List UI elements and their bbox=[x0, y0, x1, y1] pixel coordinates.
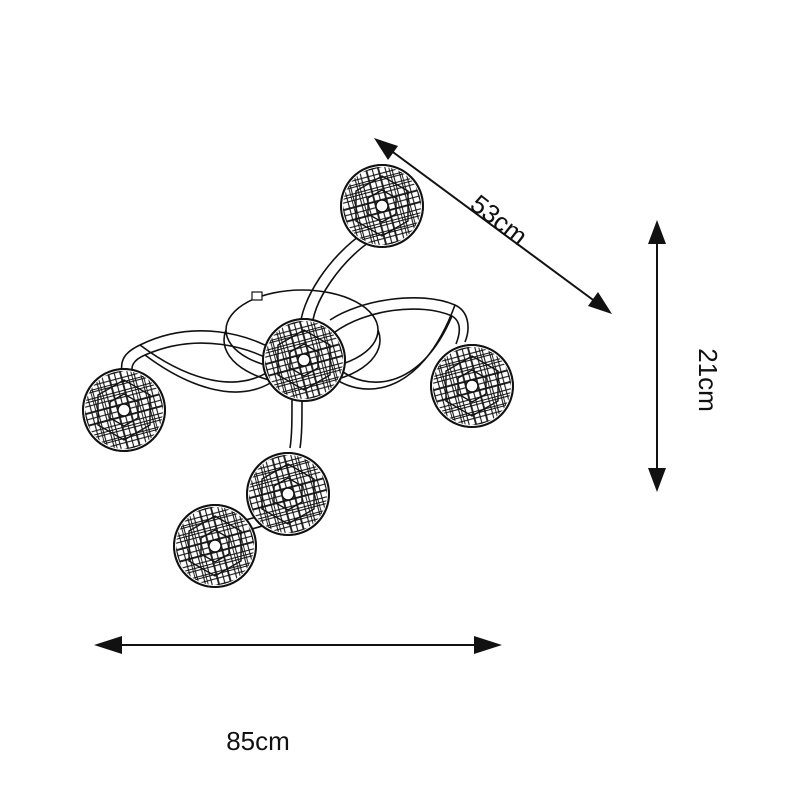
globe-lower-back bbox=[173, 504, 257, 588]
depth-arrow bbox=[374, 138, 612, 314]
globe-right bbox=[430, 344, 514, 428]
lamp-arms bbox=[120, 231, 469, 533]
width-arrow bbox=[94, 636, 502, 654]
globe-center bbox=[262, 318, 346, 402]
globe-left bbox=[82, 368, 166, 452]
height-arrow bbox=[648, 220, 666, 492]
height-label: 21cm bbox=[693, 348, 723, 412]
width-label: 85cm bbox=[226, 726, 290, 756]
globe-top bbox=[340, 164, 424, 248]
globe-lower-front bbox=[246, 452, 330, 536]
